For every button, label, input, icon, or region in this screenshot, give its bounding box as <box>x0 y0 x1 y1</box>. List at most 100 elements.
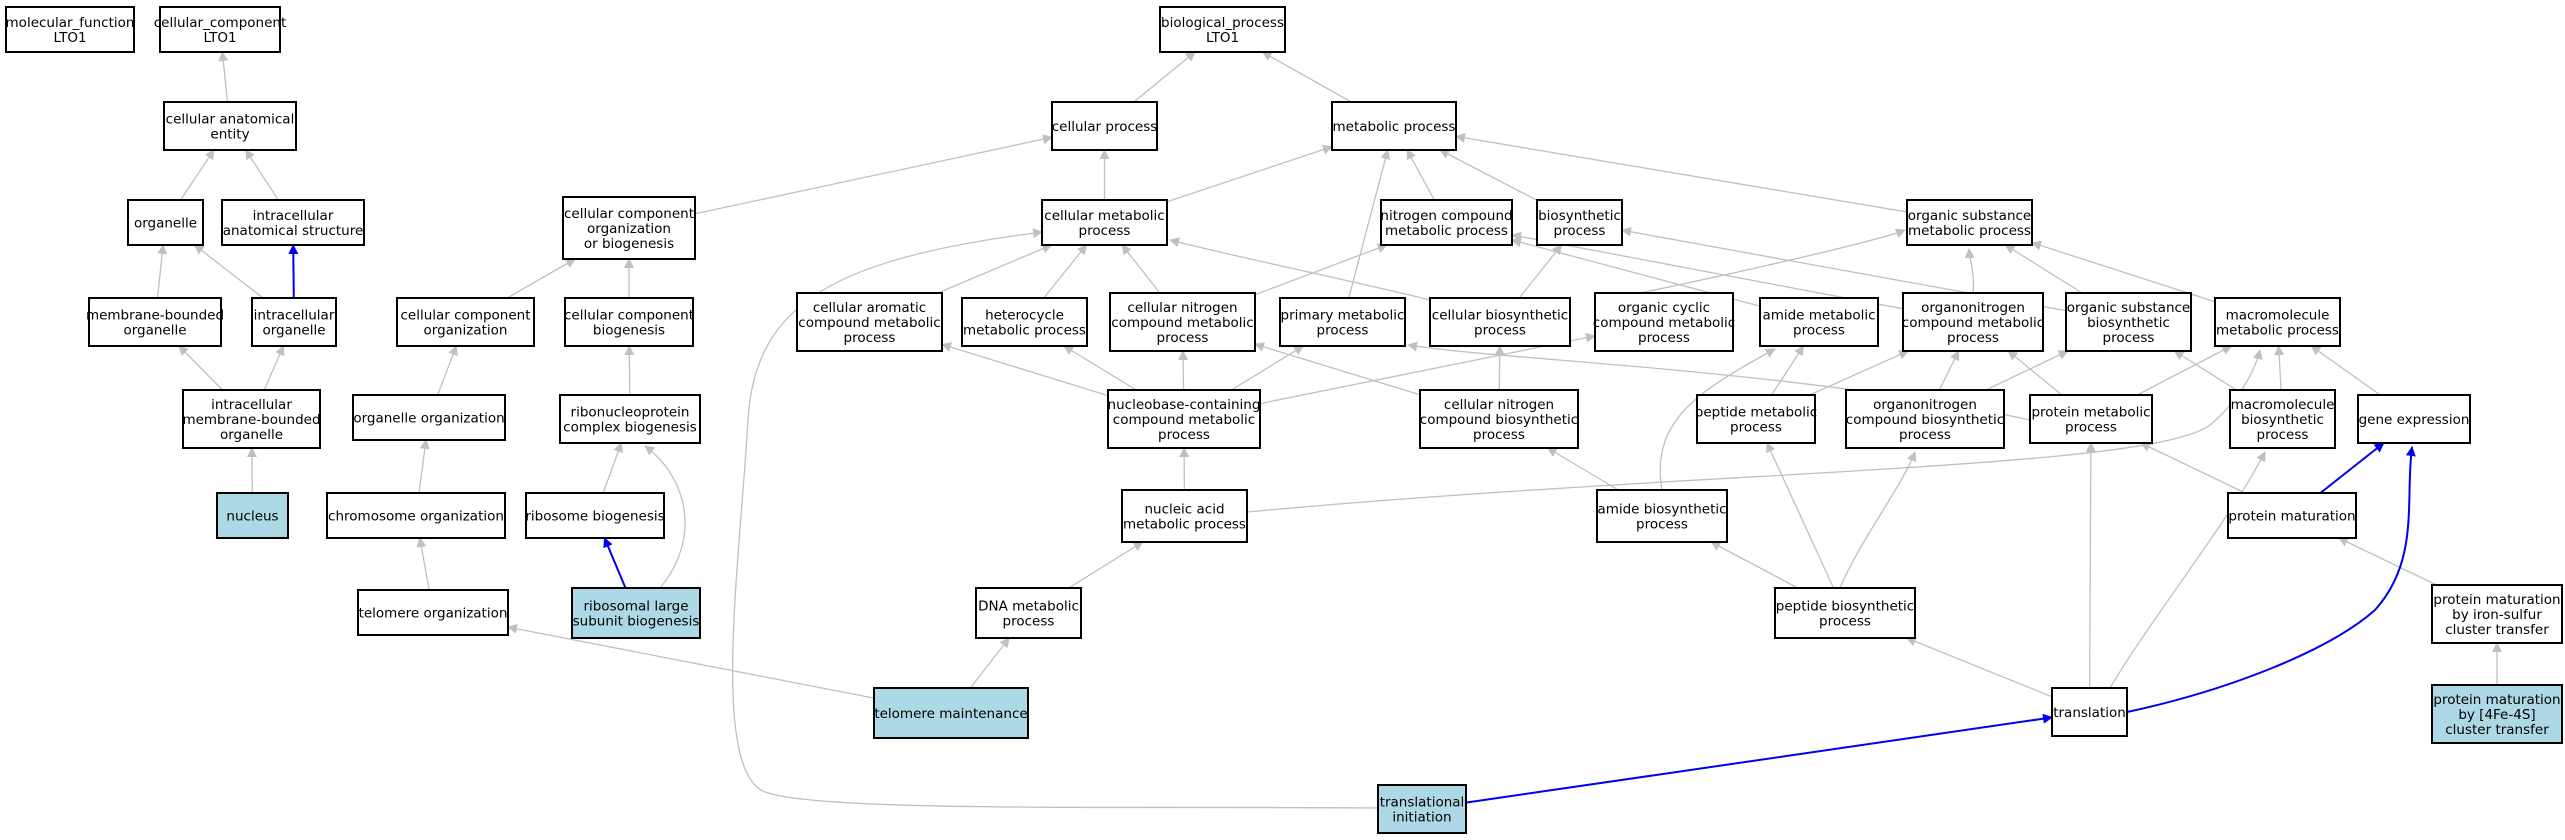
node-box[interactable] <box>2214 297 2341 347</box>
node-box[interactable] <box>2431 684 2563 744</box>
node-box[interactable] <box>564 297 694 347</box>
node-box[interactable] <box>352 394 506 441</box>
node-box[interactable] <box>1696 394 1816 444</box>
node-organelle[interactable]: organelle <box>127 199 204 246</box>
node-box[interactable] <box>221 199 365 246</box>
node-organelle-organization[interactable]: organelle organization <box>352 394 506 441</box>
node-box[interactable] <box>396 297 535 347</box>
node-box[interactable] <box>1041 199 1168 246</box>
node-gene-expression[interactable]: gene expression <box>2357 394 2471 444</box>
node-box[interactable] <box>562 196 696 260</box>
node-box[interactable] <box>88 297 222 347</box>
node-box[interactable] <box>2229 389 2336 449</box>
node-box[interactable] <box>1377 784 1467 834</box>
node-box[interactable] <box>961 297 1088 347</box>
node-chromosome-organization[interactable]: chromosome organization <box>326 492 506 539</box>
node-box[interactable] <box>571 587 701 639</box>
node-box[interactable] <box>1121 489 1248 543</box>
node-box[interactable] <box>1380 199 1513 246</box>
node-box[interactable] <box>216 492 289 539</box>
node-box[interactable] <box>1159 6 1286 53</box>
node-box[interactable] <box>1429 297 1571 347</box>
node-box[interactable] <box>127 199 204 246</box>
node-telomere-maintenance[interactable]: telomere maintenance <box>873 687 1029 739</box>
node-box[interactable] <box>796 292 943 352</box>
node-box[interactable] <box>559 394 701 444</box>
node-box[interactable] <box>1051 101 1158 151</box>
node-box[interactable] <box>1759 297 1879 347</box>
node-box[interactable] <box>1536 199 1623 246</box>
node-translation[interactable]: translation <box>2051 687 2128 737</box>
node-box[interactable] <box>1594 292 1734 352</box>
node-box[interactable] <box>159 6 281 53</box>
node-box[interactable] <box>2065 292 2192 352</box>
node-box[interactable] <box>326 492 506 539</box>
node-box[interactable] <box>1902 292 2044 352</box>
node-box[interactable] <box>1419 389 1579 449</box>
node-box[interactable] <box>1906 199 2033 246</box>
node-box[interactable] <box>873 687 1029 739</box>
node-box[interactable] <box>2431 584 2563 644</box>
node-box[interactable] <box>1845 389 2005 449</box>
node-ribosome-biogenesis[interactable]: ribosome biogenesis <box>525 492 665 539</box>
node-box[interactable] <box>2029 394 2153 444</box>
node-cellular-process[interactable]: cellular process <box>1051 101 1158 151</box>
node-box[interactable] <box>357 589 509 636</box>
node-protein-maturation[interactable]: protein maturation <box>2227 492 2357 539</box>
node-box[interactable] <box>1596 489 1728 543</box>
node-telomere-organization[interactable]: telomere organization <box>357 589 509 636</box>
node-box[interactable] <box>1109 292 1256 352</box>
node-metabolic-process[interactable]: metabolic process <box>1331 101 1457 151</box>
node-box[interactable] <box>251 297 337 347</box>
node-box[interactable] <box>525 492 665 539</box>
node-box[interactable] <box>975 587 1082 639</box>
node-box[interactable] <box>182 389 321 449</box>
node-box[interactable] <box>2227 492 2357 539</box>
node-box[interactable] <box>5 6 135 53</box>
node-box[interactable] <box>1331 101 1457 151</box>
node-box[interactable] <box>2051 687 2128 737</box>
node-box[interactable] <box>2357 394 2471 444</box>
node-box[interactable] <box>1774 587 1916 639</box>
node-box[interactable] <box>163 101 297 151</box>
node-nucleus[interactable]: nucleus <box>216 492 289 539</box>
